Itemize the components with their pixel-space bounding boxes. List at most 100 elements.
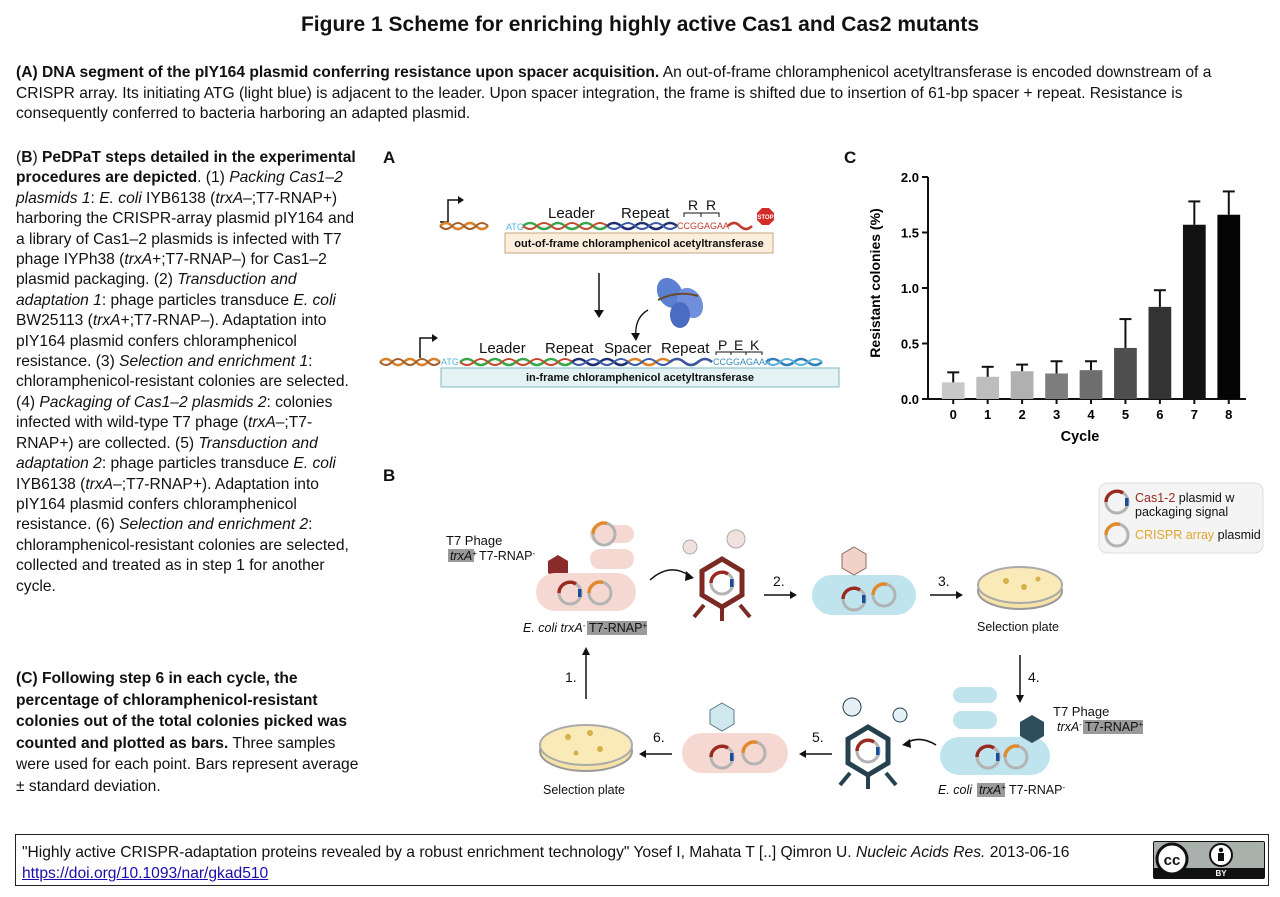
svg-text:T7-RNAP+: T7-RNAP+ — [1085, 720, 1143, 734]
caption-b-italic: trxA — [215, 189, 244, 207]
chart-bar — [1079, 370, 1103, 399]
caption-b-italic: Transduction and adaptation 1 — [16, 271, 297, 309]
step-5-label: 5. — [812, 729, 824, 745]
chart-x-tick-label: 7 — [1191, 407, 1198, 422]
chart-bar — [1217, 214, 1241, 399]
doi-link[interactable]: https://doi.org/10.1093/nar/gkad510 — [22, 865, 269, 882]
spacer-dna-icon — [657, 292, 699, 301]
caption-b-text: : phage particles transduce — [101, 291, 294, 309]
panel-c-letter: C — [844, 148, 857, 167]
cas-protein-icon-c — [670, 302, 690, 328]
svg-text:trxA+: trxA+ — [979, 783, 1006, 797]
repeat1-label-bottom: Repeat — [545, 340, 594, 357]
chart-bar — [1010, 371, 1034, 399]
e-label: E — [734, 337, 743, 353]
trxa-highlight — [448, 549, 474, 562]
t7-top-title: T7 Phage — [446, 533, 502, 548]
caption-b-text: +;T7-RNAP–). Adaptation into pIY164 plas… — [16, 312, 327, 371]
ecoli-top-sup2: + — [642, 621, 647, 630]
caption-b-italic: Selection and enrichment 1 — [119, 353, 309, 371]
caption-b: (B) PeDPaT steps detailed in the experim… — [16, 148, 364, 597]
svg-text:T7-RNAP-: T7-RNAP- — [479, 549, 535, 563]
legend-cas-rest: plasmid w — [1175, 491, 1235, 505]
caption-b-italic: Packing Cas1–2 plasmids 1 — [16, 169, 343, 207]
atg-label-bottom: ATG — [441, 357, 459, 367]
caption-b-italic: trxA — [124, 251, 153, 269]
leader-helix-left-b — [439, 222, 489, 230]
leader-label-bottom: Leader — [479, 340, 526, 357]
chart-y-tick-label: 2.0 — [901, 170, 919, 185]
caption-b-text: –;T7-RNAP+) harboring the CRISPR-array p… — [16, 189, 355, 269]
selection-plate-top-label: Selection plate — [977, 620, 1059, 634]
caption-b-text: IYB6138 ( — [16, 475, 86, 493]
ecoli-bottom-sup1: + — [1001, 783, 1006, 792]
chart-x-tick-label: 2 — [1018, 407, 1025, 422]
chart-x-tick-label: 3 — [1053, 407, 1060, 422]
caption-b-italic: trxA — [248, 414, 276, 432]
svg-text:Cas1-2 plasmid w: Cas1-2 plasmid w — [1135, 491, 1235, 505]
ecoli-top-sup1: - — [583, 621, 586, 630]
caption-b-italic: E. coli — [293, 291, 336, 309]
caption-b-text: –;T7-RNAP+). Adaptation into pIY164 plas… — [16, 475, 319, 534]
citation-text: "Highly active CRISPR-adaptation protein… — [22, 842, 1142, 884]
out-of-frame-box — [504, 232, 774, 254]
step-1-label: 1. — [565, 669, 577, 685]
legend-crispr-rest: plasmid — [1214, 528, 1261, 542]
caption-b-text: : — [90, 189, 100, 207]
seq-label-top: CCGGAGAA — [677, 221, 729, 231]
chart-ylabel: Resistant colonies (%) — [867, 208, 883, 357]
t7-right-rnap: T7-RNAP — [1085, 720, 1138, 734]
t7-top-sup1: + — [472, 549, 477, 558]
r1-label: R — [688, 197, 698, 213]
chart-bar — [1114, 347, 1137, 399]
chart-bars — [941, 190, 1241, 399]
bottom-leader-helix-b — [459, 358, 573, 366]
in-frame-label: in-frame chloramphenicol acetyltransfera… — [526, 372, 754, 384]
bottom-helix-left — [379, 357, 441, 367]
arrow-head-icon-3 — [956, 591, 963, 599]
caption-b-text: –;T7-RNAP+) are collected. (5) — [16, 414, 313, 452]
svg-text:trxA+: trxA+ — [450, 549, 477, 563]
arrow-head-icon-a — [685, 571, 694, 581]
out-of-frame-label: out-of-frame chloramphenicol acetyltrans… — [514, 238, 763, 250]
insert-arrow-head-icon — [631, 333, 640, 341]
ecoli-cell-top — [536, 573, 636, 611]
chart-bar — [1182, 224, 1206, 399]
chart-x-tick-label: 6 — [1156, 407, 1163, 422]
rnap-highlight-top — [587, 621, 647, 635]
step-3-label: 3. — [938, 573, 950, 589]
caption-b-italic: Transduction and adaptation 2 — [16, 434, 318, 473]
packaged-phage-bottom-icon — [838, 724, 898, 789]
phage-icon-bottom — [1020, 715, 1044, 743]
citation-journal: Nucleic Acids Res. — [855, 844, 986, 861]
seq-label-bottom: CCGGAGAAA — [713, 357, 771, 367]
license-label: BY — [1215, 869, 1227, 878]
pek-bracket — [715, 351, 763, 355]
chart-bar — [1148, 306, 1172, 399]
cc-by-license-badge: cc BY — [1153, 841, 1265, 879]
legend-cas-red: Cas1-2 — [1135, 491, 1175, 505]
svg-text:cc: cc — [1164, 852, 1181, 869]
panel-b-letter: B — [383, 466, 396, 485]
chart-bar — [976, 376, 1000, 399]
mini-phage-icon-b — [726, 529, 746, 549]
arrow-head-icon-6 — [639, 750, 646, 758]
repeat-helix-b — [606, 222, 678, 230]
trxa-highlight-bottom — [977, 783, 1005, 797]
leader-label-top: Leader — [548, 205, 595, 222]
caption-b-text: : chloramphenicol-resistant colonies are… — [16, 353, 349, 411]
caption-b-italic: Selection and enrichment 2 — [119, 516, 309, 534]
caption-b-italic: trxA — [85, 475, 114, 493]
arrow-icon-a — [649, 569, 691, 581]
chart-xlabel: Cycle — [1061, 429, 1100, 445]
caption-b-italic: E. coli — [99, 189, 142, 207]
caption-b-italic: Packaging of Cas1–2 plasmids 2 — [39, 393, 267, 411]
panel-a-diagram: ATG Leader Repeat R R CCGGAGAA STOP out-… — [379, 196, 840, 388]
svg-text:T7-RNAP-: T7-RNAP- — [1009, 783, 1065, 797]
caption-a-bold: (A) DNA segment of the pIY164 plasmid co… — [16, 64, 660, 81]
caption-b-close: ) — [32, 149, 42, 166]
small-cell-c — [953, 687, 997, 703]
citation-date: 2013-06-16 — [985, 844, 1070, 861]
ecoli-bottom-sup2: - — [1062, 783, 1065, 792]
